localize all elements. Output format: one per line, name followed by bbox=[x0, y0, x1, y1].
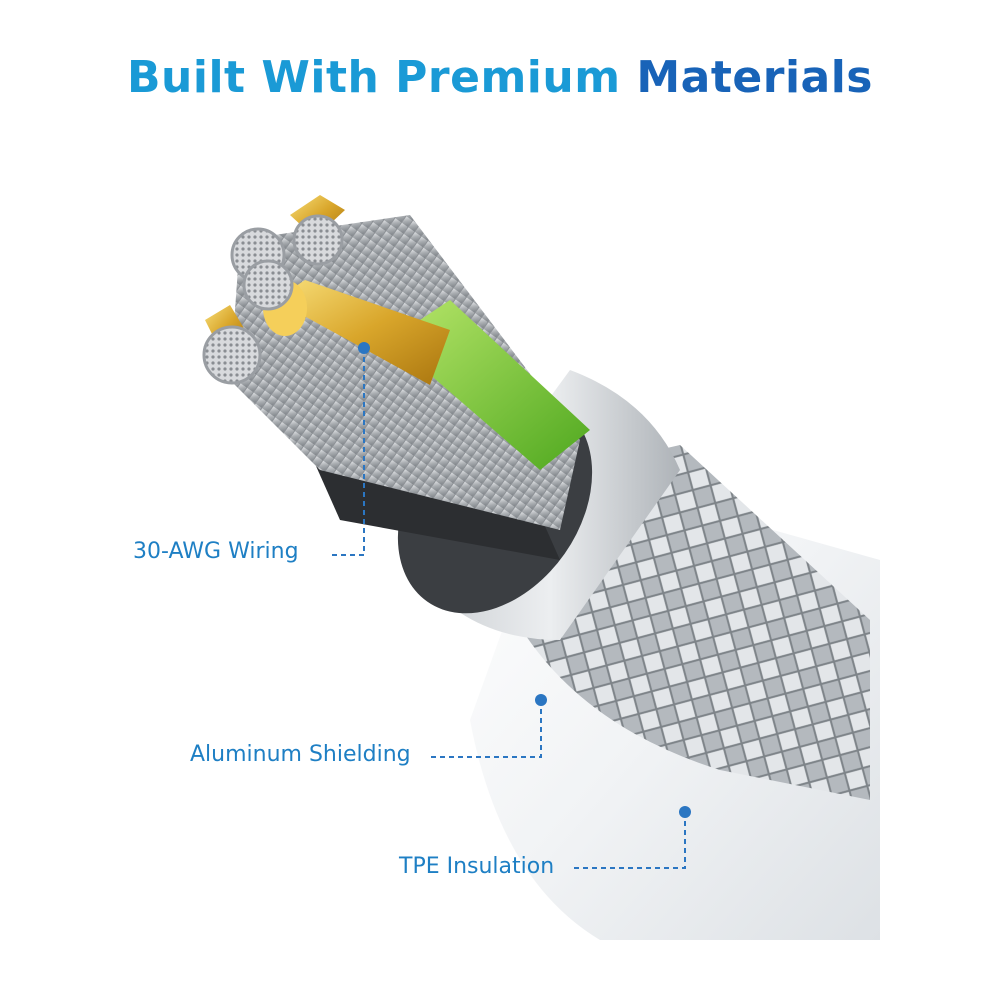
page-title: Built With Premium Materials bbox=[0, 52, 1000, 103]
title-part-1: Built With Premium bbox=[127, 52, 621, 103]
gold-wire-main bbox=[275, 280, 450, 385]
title-part-2: Materials bbox=[636, 52, 873, 103]
callout-shielding: Aluminum Shielding bbox=[190, 742, 411, 767]
callout-wiring: 30-AWG Wiring bbox=[133, 539, 299, 564]
callout-insulation: TPE Insulation bbox=[399, 854, 555, 879]
